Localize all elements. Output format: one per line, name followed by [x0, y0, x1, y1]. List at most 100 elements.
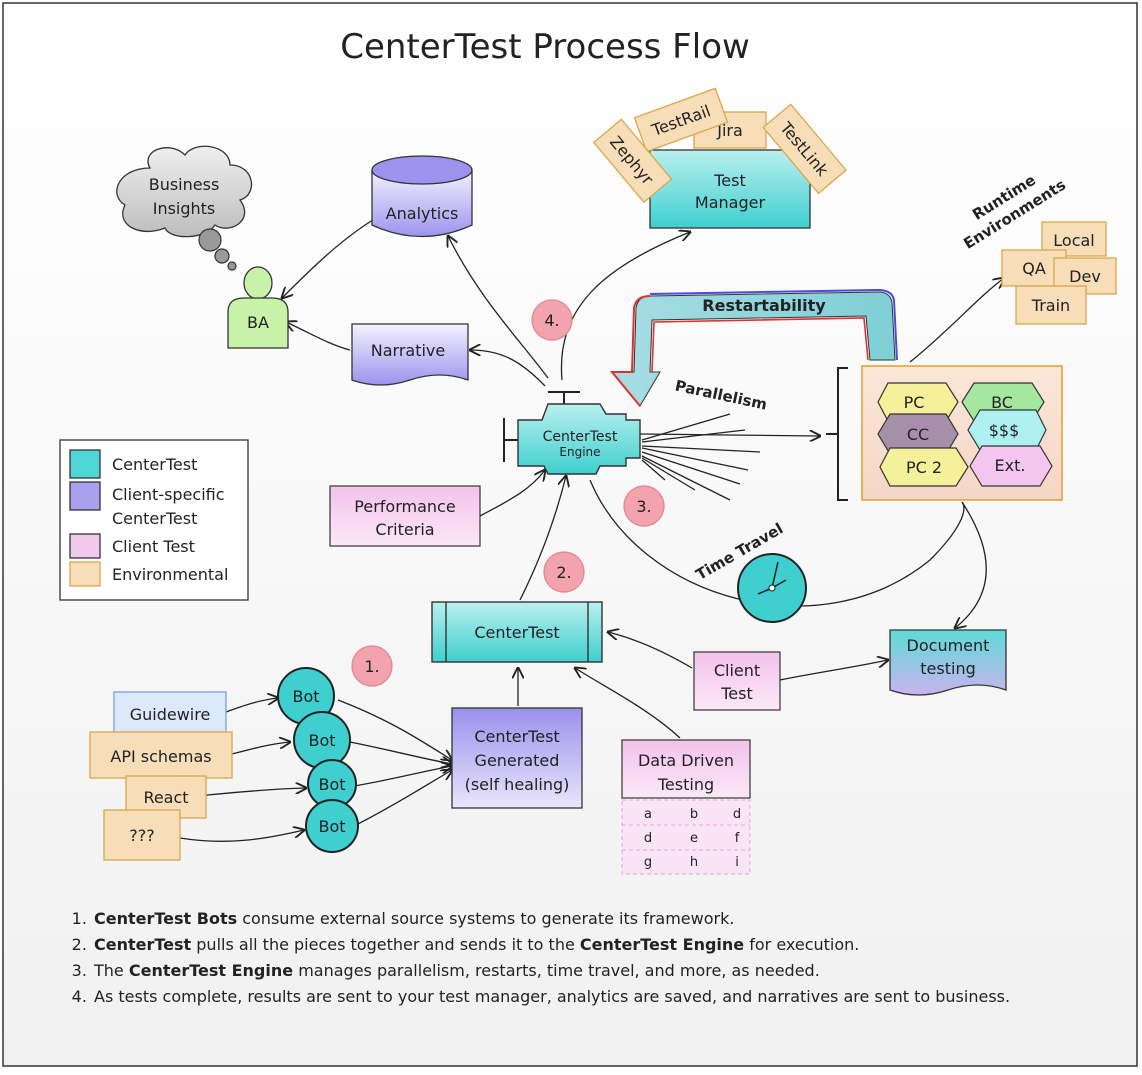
fan-line	[641, 455, 731, 501]
legend-label-centertest: CenterTest	[112, 455, 197, 474]
arrow-client-test-centertest	[608, 632, 693, 669]
step-1-label: 1.	[364, 657, 379, 676]
ba-label: BA	[247, 313, 269, 332]
tool-tag-jira-label: Jira	[716, 121, 743, 140]
fan-line	[641, 447, 749, 471]
client-test-line-2: Test	[720, 684, 753, 703]
step-marker-4: 4.	[531, 299, 573, 341]
step-2-label: 2.	[556, 563, 571, 582]
step-marker-2: 2.	[543, 551, 585, 593]
ddt-cell: h	[690, 855, 698, 870]
arrow-centertest-engine	[519, 476, 566, 601]
fan-line	[641, 429, 746, 443]
client-test-line-1: Client	[714, 661, 760, 680]
note-text: for execution.	[744, 935, 860, 954]
ddt-cell: a	[644, 807, 652, 822]
generated-line-1: CenterTest	[474, 727, 559, 746]
arrow-ddt-centertest	[575, 668, 681, 739]
performance-criteria: Performance Criteria	[329, 485, 481, 547]
generated-line-3: (self healing)	[465, 775, 570, 794]
arrow-grid-environments	[909, 278, 1004, 363]
arrow-grid-document	[955, 501, 987, 628]
arrow-engine-analytics	[448, 236, 549, 379]
source-react-label: React	[143, 788, 188, 807]
ddt-line-2: Testing	[657, 775, 714, 794]
document-testing-line-1: Document	[907, 636, 990, 655]
ddt-cell: e	[690, 831, 698, 846]
note-bold: CenterTest Bots	[94, 909, 238, 928]
narrative-document: Narrative	[351, 323, 469, 386]
note-bold: CenterTest Engine	[128, 961, 294, 980]
step-3-label: 3.	[636, 497, 651, 516]
arrow-bot-generated	[353, 766, 452, 787]
note-text: The	[94, 961, 129, 980]
arrow-guidewire-bot	[225, 698, 278, 713]
test-manager-line-1: Test	[713, 171, 746, 190]
env-qa-label: QA	[1022, 259, 1046, 278]
bot-label: Bot	[318, 775, 345, 794]
ddt-cell: b	[690, 807, 698, 822]
engine-label-line-1: CenterTest	[543, 429, 618, 445]
ba-actor: BA	[227, 266, 289, 349]
performance-line-1: Performance	[354, 497, 455, 516]
footnotes: CenterTest Bots consume external source …	[68, 906, 1112, 1010]
test-manager: Test Manager	[649, 149, 811, 229]
source-api-schemas: API schemas	[89, 731, 233, 779]
note-text: pulls all the pieces together and sends …	[191, 935, 580, 954]
fan-line	[641, 451, 741, 485]
engine-label-line-2: Engine	[559, 445, 600, 459]
runtime-grid: PC BC CC $$$ PC 2 Ext.	[826, 365, 1063, 501]
legend: CenterTest Client-specific CenterTest Cl…	[59, 439, 249, 601]
generated-line-2: Generated	[475, 751, 560, 770]
legend-swatch-centertest	[69, 449, 101, 479]
business-insights-cloud: Business Insights	[116, 145, 253, 271]
arrow-performance-engine	[479, 470, 545, 517]
arrow-analytics-ba	[282, 217, 377, 298]
legend-swatch-client-specific	[69, 481, 101, 511]
tool-tag-testrail: TestRail	[633, 87, 729, 153]
ddt-cell: i	[735, 855, 739, 870]
centertest-box: CenterTest	[431, 601, 603, 663]
grid-pc2-label: PC 2	[906, 458, 942, 477]
restartability-label: Restartability	[702, 296, 826, 315]
restartability-arrow: Restartability	[609, 288, 898, 407]
fan-line	[641, 459, 666, 481]
ddt-cell: f	[735, 831, 740, 846]
env-local-label: Local	[1053, 231, 1094, 250]
client-test: Client Test	[693, 651, 781, 711]
source-unknown-label: ???	[129, 826, 154, 845]
legend-label-client-specific-2: CenterTest	[112, 509, 197, 528]
bot-label: Bot	[308, 731, 335, 750]
document-testing: Document testing	[889, 629, 1007, 696]
centertest-generated: CenterTest Generated (self healing)	[451, 707, 583, 809]
note-text: consume external source systems to gener…	[237, 909, 735, 928]
bot-label: Bot	[318, 817, 345, 836]
ddt-cell: d	[644, 831, 652, 846]
grid-bc-label: BC	[991, 393, 1013, 412]
note-bold: CenterTest	[94, 935, 192, 954]
test-manager-line-2: Manager	[695, 193, 766, 212]
note-text: As tests complete, results are sent to y…	[94, 987, 1011, 1006]
source-guidewire-label: Guidewire	[130, 705, 211, 724]
business-insights-line-2: Insights	[153, 199, 216, 218]
arrow-api-bot	[231, 742, 290, 755]
step-marker-3: 3.	[623, 485, 665, 527]
legend-swatch-client-test	[69, 533, 101, 559]
narrative-label: Narrative	[371, 341, 445, 360]
note-text: manages parallelism, restarts, time trav…	[293, 961, 820, 980]
note-bold: CenterTest Engine	[579, 935, 745, 954]
legend-label-environmental: Environmental	[112, 565, 228, 584]
footnote-4: As tests complete, results are sent to y…	[92, 984, 1112, 1010]
diagram-title: CenterTest Process Flow	[340, 27, 750, 67]
connectors	[179, 217, 1004, 842]
source-unknown: ???	[103, 809, 181, 861]
legend-label-client-specific-1: Client-specific	[112, 485, 225, 504]
ddt-cell: g	[644, 855, 652, 870]
env-train	[1015, 285, 1087, 325]
grid-money-label: $$$	[989, 421, 1020, 440]
document-testing-line-2: testing	[920, 659, 975, 678]
step-4-label: 4.	[544, 311, 559, 330]
arrow-react-bot	[195, 788, 306, 797]
fan-line	[641, 413, 731, 441]
